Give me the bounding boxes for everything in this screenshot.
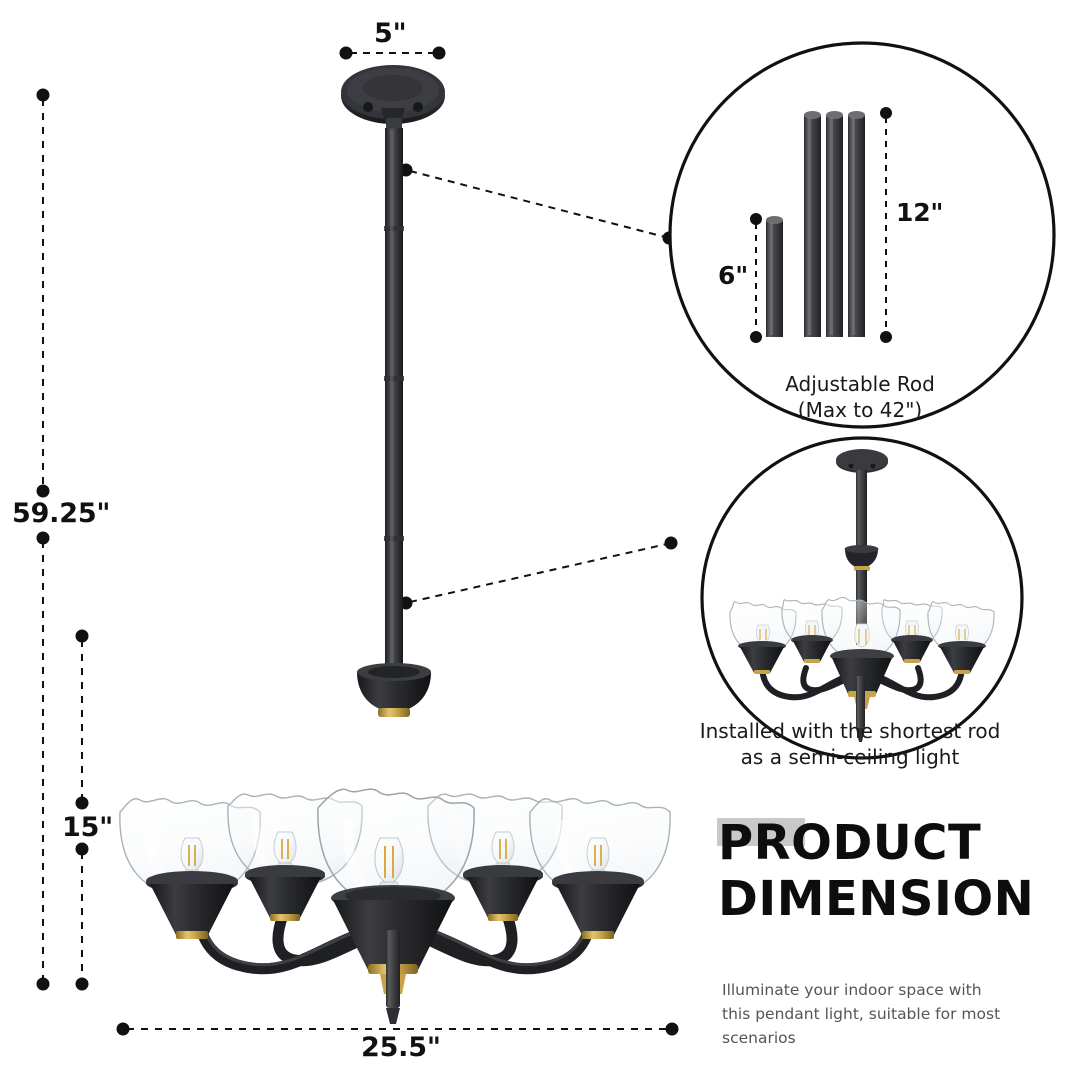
dimension-endpoint-dot: [36, 531, 50, 545]
dimension-endpoint-dot: [339, 46, 353, 60]
callout-caption-line2: (Max to 42"): [797, 398, 923, 422]
dimension-label-total-height: 59.25": [12, 498, 111, 529]
page-title-line2: DIMENSION: [718, 871, 1035, 928]
socket-cup: [463, 865, 543, 921]
dimension-endpoint-dot: [75, 796, 89, 810]
dimension-endpoint-dot: [880, 331, 892, 343]
dimension-label-canopy-width: 5": [374, 18, 407, 49]
leader-line-to-rod-callout: [399, 163, 676, 245]
socket-cup: [245, 865, 325, 921]
dimension-line-total-height: [36, 88, 50, 991]
dimension-line-fixture-width: [116, 1022, 679, 1036]
title-accent-box: [717, 818, 805, 846]
callout-caption-semi-ceiling: Installed with the shortest rod as a sem…: [620, 718, 1080, 770]
dimension-label-fixture-width: 25.5": [361, 1032, 441, 1063]
socket-cups: [146, 865, 644, 939]
rod-cup-fitting: [357, 663, 431, 717]
dimension-endpoint-dot: [75, 842, 89, 856]
rod-6in: [766, 216, 783, 337]
dimension-endpoint-dot: [432, 46, 446, 60]
callout-adjustable-rod: [668, 41, 1056, 429]
callout-caption-line2: as a semi-ceiling light: [740, 745, 960, 769]
ceiling-canopy: [341, 65, 445, 124]
dimension-endpoint-dot: [116, 1022, 130, 1036]
adjustable-down-rod: [384, 118, 404, 688]
rod-12in-group: [804, 111, 865, 337]
socket-cup: [552, 871, 644, 939]
dimension-line-canopy-width: [339, 46, 446, 60]
product-description: Illuminate your indoor space with this p…: [722, 981, 1001, 1048]
dimension-label-fixture-height: 15": [62, 812, 114, 843]
socket-cup: [146, 871, 238, 939]
dimension-endpoint-dot: [880, 107, 892, 119]
dimension-endpoint-dot: [36, 977, 50, 991]
dimension-label-rod-long: 12": [896, 198, 944, 227]
dimension-endpoint-dot: [750, 213, 762, 225]
dimension-endpoint-dot: [75, 629, 89, 643]
callout-caption-line1: Adjustable Rod: [785, 372, 935, 396]
dimension-endpoint-dot: [665, 1022, 679, 1036]
dimension-line-rod-12in: [880, 107, 892, 343]
callout-caption-adjustable-rod: Adjustable Rod (Max to 42"): [640, 371, 1080, 423]
main-chandelier-illustration: [119, 65, 671, 1024]
mini-chandelier-illustration: [729, 449, 995, 742]
dimension-line-rod-6in: [750, 213, 762, 343]
dimension-endpoint-dot: [750, 331, 762, 343]
dimension-label-rod-short: 6": [718, 261, 749, 290]
dimension-endpoint-dot: [75, 977, 89, 991]
leader-endpoint-dot: [664, 536, 678, 550]
page-title-line1: PRODUCT: [718, 815, 982, 871]
callout-semi-ceiling: [700, 436, 1024, 760]
dimension-endpoint-dot: [36, 88, 50, 102]
page-title: PRODUCT DIMENSION: [718, 815, 1058, 927]
callout-caption-line1: Installed with the shortest rod: [699, 719, 1001, 743]
leader-line-to-semiceiling-callout: [399, 536, 678, 610]
center-body: [331, 885, 455, 1024]
dimension-endpoint-dot: [36, 484, 50, 498]
dimension-line-fixture-height: [75, 629, 89, 991]
